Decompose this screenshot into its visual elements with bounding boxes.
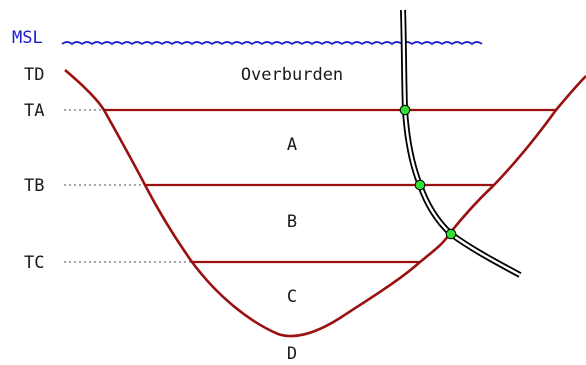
msl-label: MSL (12, 28, 43, 48)
well-marker-d (445, 228, 457, 240)
zone-label-d: D (287, 344, 297, 364)
top-label-tc: TC (24, 253, 44, 273)
top-label-td: TD (24, 65, 44, 85)
horizon-d (64, 69, 586, 338)
top-label-ta: TA (24, 101, 44, 121)
well-path-outer (400, 9, 522, 278)
zone-label-b: B (287, 212, 297, 232)
sea-level-wave (61, 41, 483, 46)
zone-label-c: C (287, 287, 297, 307)
zone-label-a: A (287, 135, 297, 155)
well-marker-tb (414, 179, 426, 191)
zone-label-overburden: Overburden (241, 65, 343, 85)
well-marker-ta (399, 104, 411, 116)
top-label-tb: TB (24, 176, 44, 196)
well-path-inner (401, 9, 521, 277)
